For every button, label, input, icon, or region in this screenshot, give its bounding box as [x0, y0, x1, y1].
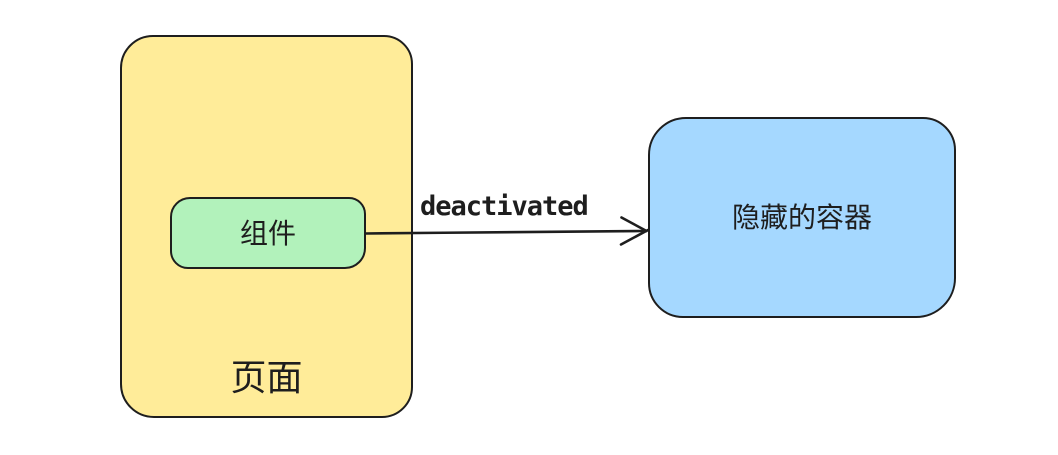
arrowhead-upper-barb — [620, 216, 648, 233]
hidden-container-node-label: 隐藏的容器 — [731, 201, 872, 234]
arrowhead-lower-barb — [619, 228, 650, 246]
page-node-label: 页面 — [230, 358, 303, 399]
component-node: 组件 — [170, 197, 366, 269]
component-node-label: 组件 — [239, 216, 296, 250]
deactivated-edge-label: deactivated — [420, 191, 589, 222]
hidden-container-node: 隐藏的容器 — [648, 117, 956, 318]
